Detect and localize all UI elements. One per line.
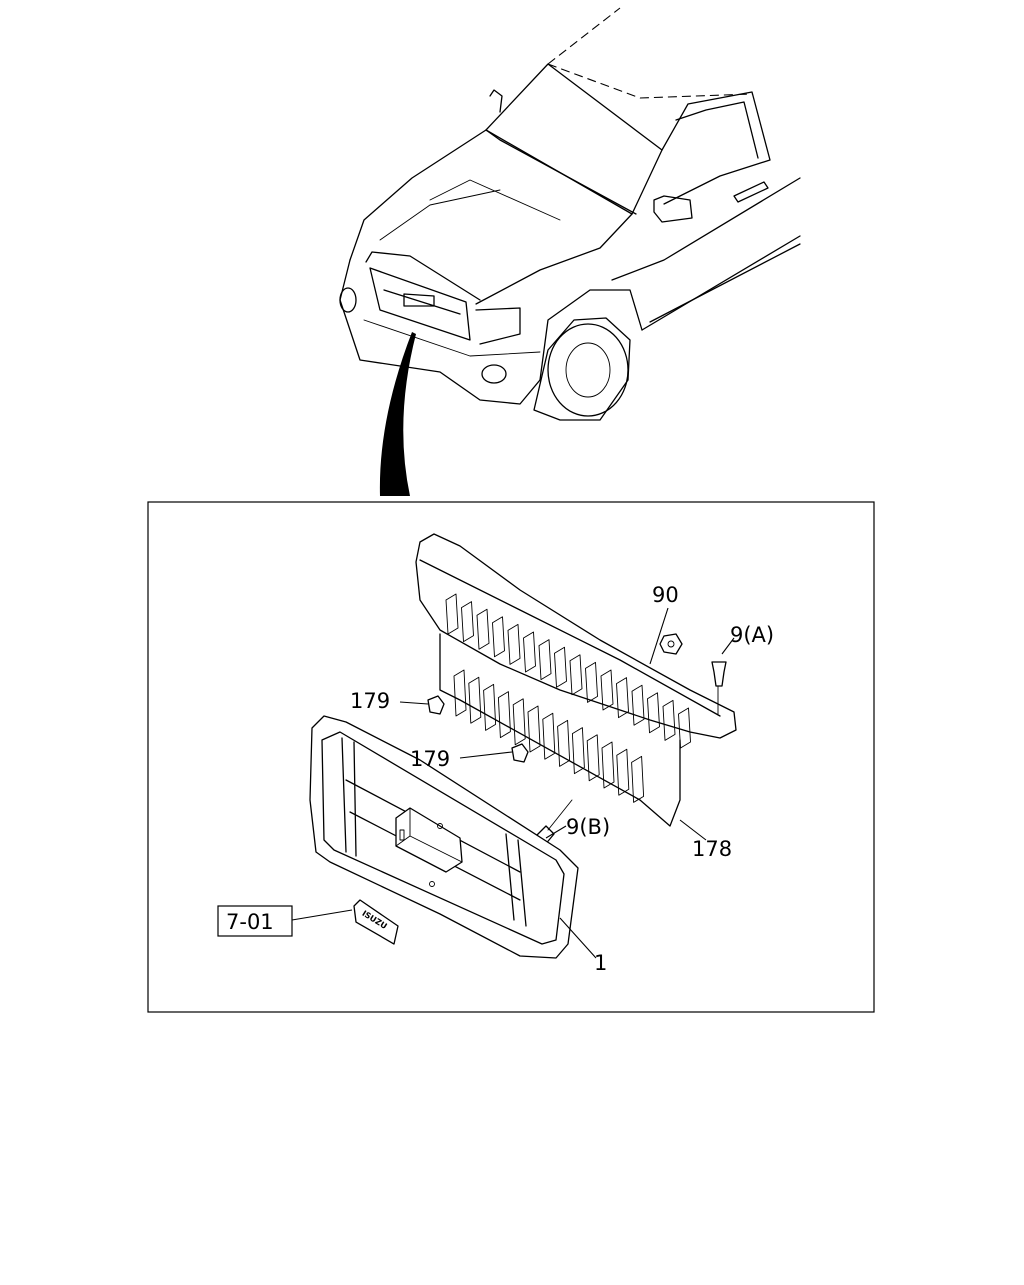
vent-slat bbox=[631, 684, 645, 726]
front-grille-1 bbox=[309, 715, 579, 959]
vent-slat bbox=[461, 601, 474, 643]
vent-slat bbox=[631, 755, 645, 803]
callout-9a: 9(A) bbox=[730, 623, 774, 647]
clip-9a bbox=[711, 661, 727, 715]
vent-slat bbox=[662, 699, 676, 741]
isuzu-emblem: ISUZU bbox=[353, 899, 399, 945]
vent-slat bbox=[492, 616, 505, 658]
callout-90: 90 bbox=[652, 583, 679, 607]
vent-slat bbox=[468, 676, 482, 724]
callout-179-upper: 179 bbox=[350, 689, 390, 713]
detail-pointer bbox=[379, 332, 416, 496]
vent-slat bbox=[538, 639, 552, 681]
vent-slat bbox=[586, 734, 600, 782]
vent-slat bbox=[542, 712, 556, 760]
reference-box bbox=[217, 905, 293, 937]
vent-slat bbox=[507, 623, 521, 665]
vent-slat bbox=[569, 654, 583, 696]
vent-slat bbox=[678, 707, 691, 749]
vent-slat bbox=[453, 669, 467, 717]
vehicle-overview bbox=[339, 7, 801, 496]
vent-slat bbox=[557, 719, 571, 767]
nut-90 bbox=[659, 633, 683, 655]
vent-slat bbox=[616, 677, 629, 719]
vent-slat bbox=[483, 683, 497, 731]
reference-label: 7-01 bbox=[226, 910, 274, 934]
vent-slat bbox=[601, 741, 615, 789]
vent-slat bbox=[445, 593, 459, 635]
vent-slat bbox=[523, 631, 536, 673]
vent-slat bbox=[497, 691, 511, 739]
clip-179-lower bbox=[511, 743, 529, 763]
callout-9b: 9(B) bbox=[566, 815, 610, 839]
detail-frame bbox=[147, 501, 875, 1013]
callout-178: 178 bbox=[692, 837, 732, 861]
vent-slat bbox=[616, 748, 630, 796]
leader-lines bbox=[291, 607, 735, 959]
callout-1: 1 bbox=[594, 951, 607, 975]
clip-179-upper bbox=[427, 695, 445, 715]
vent-slat bbox=[600, 669, 614, 711]
vent-slat bbox=[647, 692, 660, 734]
vent-slat bbox=[527, 705, 541, 753]
grille-bracket-178 bbox=[415, 533, 737, 827]
vent-slat bbox=[476, 608, 490, 650]
vent-slat bbox=[554, 646, 567, 688]
vent-slat bbox=[571, 727, 585, 775]
callout-179-lower: 179 bbox=[410, 747, 450, 771]
vent-slat bbox=[512, 698, 526, 746]
vent-slat bbox=[585, 661, 598, 703]
